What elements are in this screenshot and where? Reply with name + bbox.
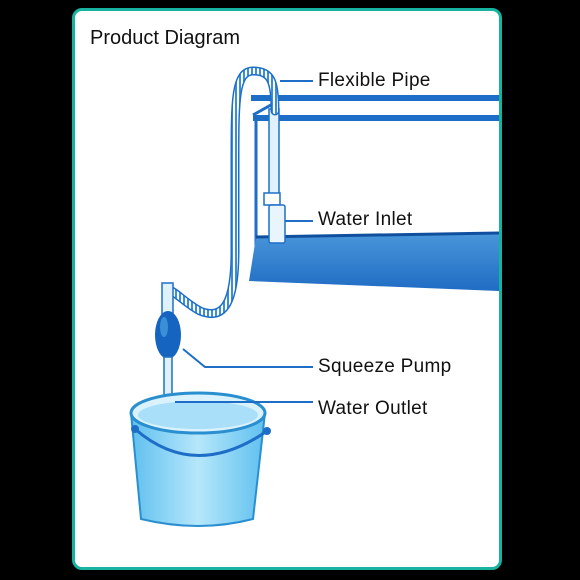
water-outlet-label: Water Outlet (318, 398, 428, 419)
tank-top-rim (251, 95, 499, 101)
bucket-body (129, 412, 267, 527)
tank-back-rim (253, 115, 499, 121)
bucket (129, 391, 271, 527)
water-inlet-filter (268, 204, 286, 244)
bucket-handle (134, 427, 268, 457)
flexible-pipe-label: Flexible Pipe (318, 70, 431, 91)
diagram-title: Product Diagram (90, 27, 241, 49)
diagram-card: Product Diagram Flexible Pipe Water Inle… (72, 8, 502, 570)
squeeze-pump-leader (182, 348, 313, 368)
aquarium-tank (249, 95, 499, 291)
pump-bulb (155, 311, 181, 359)
squeeze-pump (155, 282, 181, 410)
product-illustration (129, 66, 499, 527)
squeeze-pump-label: Squeeze Pump (318, 356, 452, 377)
water-inlet-label: Water Inlet (318, 209, 413, 230)
tank-water (249, 233, 499, 291)
intake-tube (263, 108, 286, 244)
